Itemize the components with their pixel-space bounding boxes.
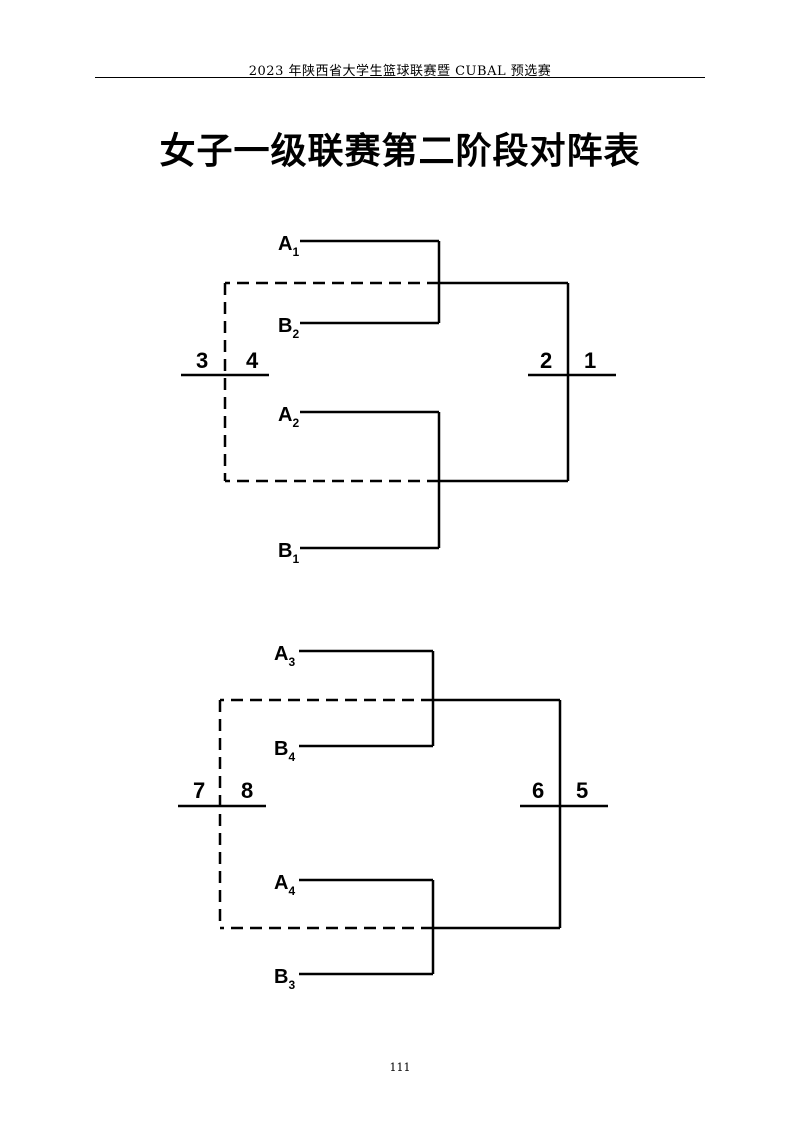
team-label: A1 bbox=[278, 233, 299, 259]
page-number: 111 bbox=[389, 1061, 411, 1074]
place-label-third-right: 8 bbox=[241, 778, 253, 803]
team-label: A3 bbox=[274, 643, 295, 669]
page-header: 2023 年陕西省大学生篮球联赛暨 CUBAL 预选赛 bbox=[248, 64, 552, 79]
team-label: A4 bbox=[274, 872, 295, 898]
place-label-final-left: 6 bbox=[532, 778, 544, 803]
team-label: A2 bbox=[278, 404, 299, 430]
place-label-final-left: 2 bbox=[540, 348, 552, 373]
place-label-final-right: 5 bbox=[576, 778, 588, 803]
team-label: B1 bbox=[278, 540, 299, 566]
page-title: 女子一级联赛第二阶段对阵表 bbox=[159, 131, 641, 172]
team-label: B4 bbox=[274, 738, 295, 764]
header-rule bbox=[95, 77, 705, 78]
team-label: B2 bbox=[278, 315, 299, 341]
place-label-final-right: 1 bbox=[584, 348, 596, 373]
team-label: B3 bbox=[274, 966, 295, 992]
place-label-third-left: 3 bbox=[196, 348, 208, 373]
place-label-third-right: 4 bbox=[246, 348, 259, 373]
place-label-third-left: 7 bbox=[193, 778, 205, 803]
bracket-1: A1 B2 A2 B1 3 4 2 1 bbox=[181, 233, 616, 566]
bracket-2: A3 B4 A4 B3 7 8 6 5 bbox=[178, 643, 608, 992]
